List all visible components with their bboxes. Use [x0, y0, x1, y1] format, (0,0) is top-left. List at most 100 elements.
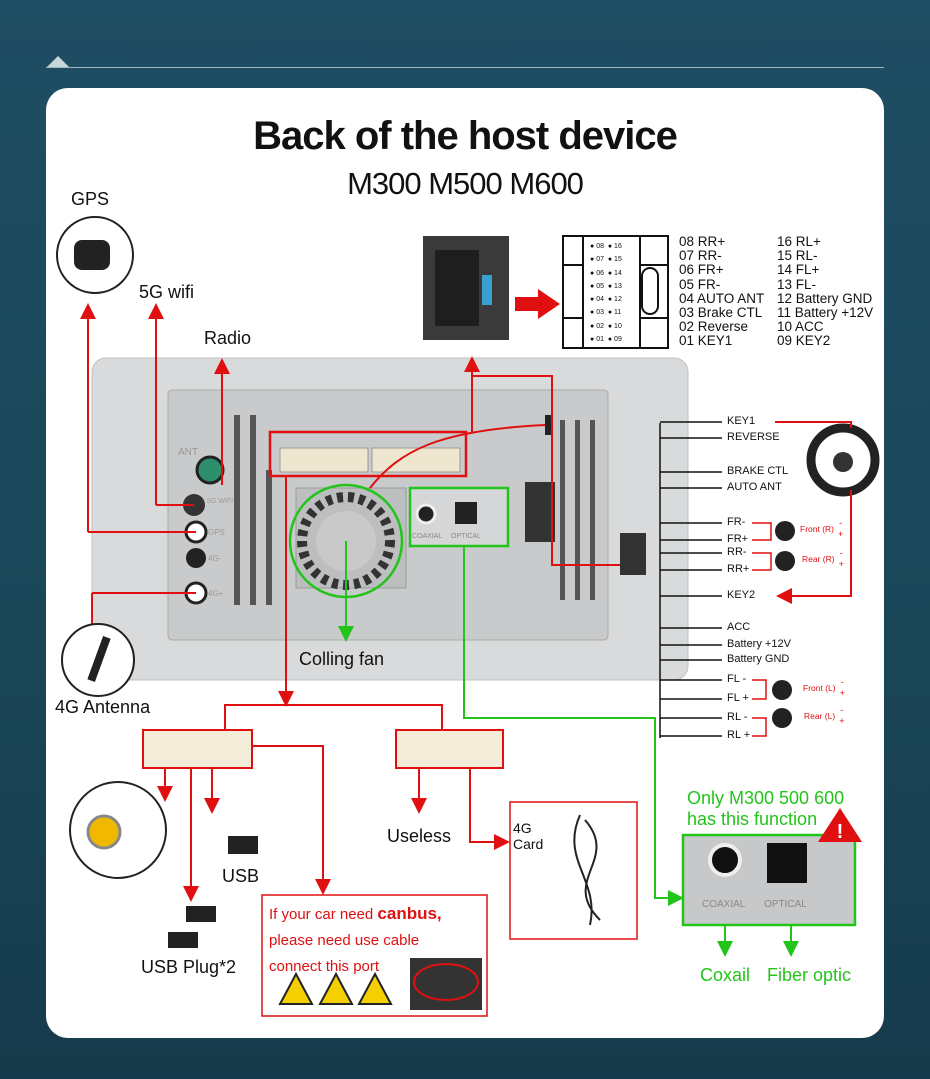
speaker-name: Front (R) — [800, 523, 834, 534]
pinout-item: 06 FR+ — [679, 262, 724, 278]
speaker-plus: + — [839, 716, 845, 726]
usb-label: USB — [222, 866, 260, 886]
speaker-plus: + — [838, 529, 844, 539]
canbus-line3: connect this port — [269, 958, 380, 975]
pin-diagram — [562, 235, 669, 349]
wire-label: ACC — [727, 621, 751, 633]
pin-number: 06 — [596, 269, 604, 277]
canbus-line2: please need use cable — [269, 932, 420, 949]
pinout-item: 04 AUTO ANT — [679, 290, 765, 306]
pin-numbers: ● 08 ● 16● 07 ● 15● 06 ● 14● 05 ● 13● 04… — [590, 240, 622, 346]
wire-label: FR- — [727, 516, 746, 528]
wire-label: Battery GND — [727, 653, 790, 665]
wire-label: AUTO ANT — [727, 481, 782, 493]
4g-card-label-line1: 4G — [513, 820, 532, 836]
pin-number: 16 — [614, 243, 622, 250]
pin-number-row: ● 04 ● 12 — [590, 296, 622, 304]
pin-number: 09 — [614, 336, 622, 344]
wifi-label: 5G wifi — [139, 282, 195, 302]
speaker-label: Rear (L)-+ — [804, 705, 844, 727]
speaker-minus: - — [839, 548, 843, 558]
fiber-optic-label: Fiber optic — [767, 965, 852, 985]
pin-number: 01 — [596, 336, 604, 344]
fan-label: Colling fan — [299, 649, 385, 669]
pinout-item: 11 Battery +12V — [777, 305, 874, 321]
speaker-minus: - — [840, 677, 844, 687]
wire-label: Battery +12V — [727, 638, 791, 650]
speaker-minus: - — [840, 705, 844, 715]
pin-number: 10 — [614, 322, 622, 330]
usb-photo — [228, 836, 258, 854]
speaker-name: Rear (R) — [802, 553, 835, 564]
pin-number-row: ● 02 ● 10 — [590, 322, 622, 330]
useless-label: Useless — [387, 826, 452, 846]
port-label-gps: GPS — [208, 528, 225, 537]
speaker-plus: + — [838, 559, 844, 569]
steering-wheel — [806, 423, 880, 497]
pinout-item: 14 FL+ — [777, 262, 820, 278]
pinout-item: 13 FL- — [777, 276, 817, 292]
pinout-item: 09 KEY2 — [777, 333, 831, 349]
pin-number: 13 — [614, 282, 622, 290]
speaker-label: Front (L)-+ — [803, 677, 845, 699]
speaker-name: Front (L) — [803, 682, 836, 693]
speaker-minus: - — [839, 518, 843, 528]
wire-label: RR- — [727, 546, 747, 558]
page-subtitle: M300 M500 M600 — [347, 166, 584, 201]
speaker-icons — [772, 521, 795, 728]
harness-plug — [620, 533, 646, 575]
wire-label: KEY2 — [727, 589, 756, 601]
pin-number-row: ● 01 ● 09 — [590, 336, 622, 344]
4g-card-label-line2: Card — [513, 836, 544, 852]
4g-minus-port — [186, 548, 206, 568]
wire-label: KEY1 — [727, 415, 756, 427]
wire-label: BRAKE CTL — [727, 465, 789, 477]
pin-number-row: ● 05 ● 13 — [590, 282, 622, 290]
wire-label: FR+ — [727, 533, 749, 545]
optical-note-line1: Only M300 500 600 — [687, 788, 845, 808]
pin-number-row: ● 07 ● 15 — [590, 256, 622, 264]
pinout-item: 15 RL- — [777, 248, 818, 264]
pin-number-row: ● 06 ● 14 — [590, 269, 622, 277]
wire-label: RL + — [727, 729, 751, 741]
canbus-line1: If your car need canbus, — [269, 904, 442, 924]
canbus-line1-text: If your car need — [269, 906, 378, 923]
pinout-item: 10 ACC — [777, 319, 824, 335]
port-label-4g-plus: 4G+ — [208, 589, 224, 598]
4g-antenna-label: 4G Antenna — [55, 697, 151, 717]
wire-label: RL - — [727, 711, 748, 723]
wire-label: FL + — [727, 692, 749, 704]
port-label-4g-minus: 4G- — [208, 554, 222, 563]
canbus-keyword: canbus, — [377, 904, 442, 923]
pinout-item: 05 FR- — [679, 276, 721, 292]
wire-label: REVERSE — [727, 431, 780, 443]
speaker-label: Front (R)-+ — [800, 518, 843, 540]
pinout-item: 08 RR+ — [679, 234, 726, 249]
pinout-item: 16 RL+ — [777, 234, 821, 249]
pin-number: 04 — [596, 296, 604, 304]
top-connector-outline — [268, 430, 468, 478]
port-label-ant: ANT — [178, 447, 198, 458]
4g-card-box — [509, 801, 638, 940]
divider-line — [46, 67, 884, 68]
wire-label: RR+ — [727, 563, 750, 575]
usb-plug-label: USB Plug*2 — [141, 957, 237, 977]
pinout-item: 03 Brake CTL — [679, 305, 763, 321]
pin-number: 11 — [614, 309, 622, 317]
pin-number-row: ● 03 ● 11 — [590, 309, 622, 317]
pin-number: 12 — [614, 296, 622, 304]
optical-note-line2: has this function — [687, 809, 818, 829]
gps-label: GPS — [71, 189, 110, 209]
usb-plug-photo-1 — [186, 906, 216, 922]
pinout-item: 01 KEY1 — [679, 333, 733, 349]
usb-av-connector — [142, 729, 253, 769]
panel-label-coaxial: COAXIAL — [412, 533, 443, 540]
page-title: Back of the host device — [253, 114, 678, 158]
pin-number: 07 — [596, 256, 604, 264]
svg-text:!: ! — [837, 821, 844, 843]
port-label-wifi: 5G WIFI — [207, 498, 234, 505]
